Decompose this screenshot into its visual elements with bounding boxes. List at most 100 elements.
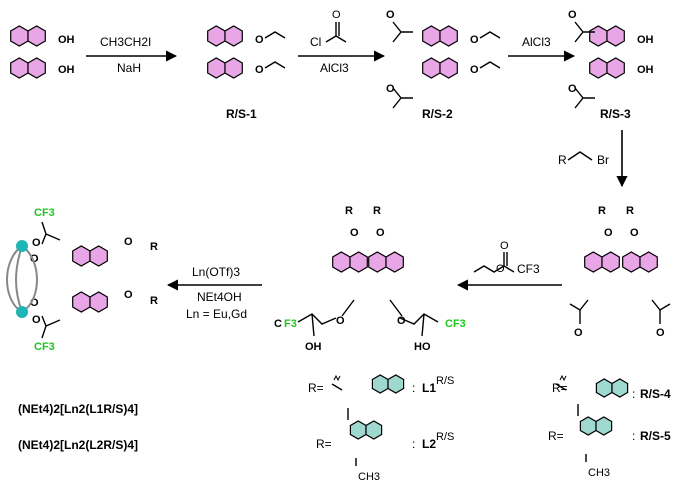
o-label-18: O <box>656 327 665 339</box>
acetyl-groups <box>392 21 595 109</box>
reagent-ln-eu-gd: Ln = Eu,Gd <box>186 307 247 321</box>
oh-label-3: OH <box>637 34 654 46</box>
o-label-4: O <box>470 64 479 76</box>
r-label-5: R <box>150 241 158 253</box>
r-definitions: R= R= R= R= : : L1 R/S L2 R/S CH3 CH3 : … <box>308 374 635 483</box>
r-label-1: R <box>598 205 606 217</box>
o-label-13: O <box>124 236 133 248</box>
oh-label-4: OH <box>637 64 654 76</box>
c2-bottom-ring-a <box>422 57 441 79</box>
complex-structure: CF3 CF3 O O O O <box>6 207 61 353</box>
binol-bottom-ring-a <box>10 57 29 79</box>
c1-bottom-ring-b <box>224 57 243 79</box>
r-l2-ring-b <box>365 420 383 440</box>
c1-bottom-ring-a <box>207 57 226 79</box>
oh-label-2: OH <box>58 64 75 76</box>
ligand-diketones: F3 C O OH O HO CF3 <box>274 299 466 353</box>
c4-left-ring-b <box>601 251 620 273</box>
cf3-label-2: CF3 <box>445 318 466 330</box>
complex-formula-2: (NEt4)2[Ln2(L2R/S)4] <box>18 438 138 452</box>
r-label-4: R <box>373 205 381 217</box>
l2-sup: R/S <box>436 431 454 443</box>
r-group-labels: R R O O R R O O O R O R <box>124 205 639 307</box>
l1-sup: R/S <box>436 375 454 387</box>
label-rs-2: R/S-2 <box>422 107 453 121</box>
reagent-cl: Cl <box>310 35 321 49</box>
acetyl-chloride-o: O <box>332 9 341 21</box>
c2-top-ring-a <box>422 25 441 47</box>
metal-ion-2 <box>16 306 28 318</box>
c3-bottom-ring-a <box>589 57 608 79</box>
colon-3: : <box>632 387 635 401</box>
r-l1-ring-a <box>371 374 389 394</box>
o-label-12: O <box>376 227 385 239</box>
c2-bottom-ring-b <box>439 57 458 79</box>
oh-label-1: OH <box>58 34 75 46</box>
ch3-1: CH3 <box>358 471 380 483</box>
o-label-2: O <box>255 64 264 76</box>
label-rs-1: R/S-1 <box>226 107 257 121</box>
o-label-8: O <box>568 83 577 95</box>
ch3-2: CH3 <box>588 467 610 479</box>
reagents: CH3CH2I NaH Cl O AlCl3 AlCl3 R Br O O CF… <box>100 9 609 321</box>
o-label-1: O <box>255 34 264 46</box>
c4-left-ring-a <box>584 251 603 273</box>
colon-1: : <box>412 381 415 395</box>
o-label-17: O <box>574 327 583 339</box>
reagent-cf3: CF3 <box>517 262 540 276</box>
o-label-7: O <box>568 9 577 21</box>
colon-4: : <box>632 429 635 443</box>
o-complex-2: O <box>30 253 39 265</box>
cx-bottom-ring-b <box>89 291 108 313</box>
cx-top-ring-a <box>72 245 91 267</box>
reagent-r: R <box>558 153 567 167</box>
ester-o2: O <box>496 263 505 275</box>
compound-labels: R/S-1 R/S-2 R/S-3 R/S-4 R/S-5 <box>226 107 671 443</box>
reagent-alcl3-2: AlCl3 <box>522 35 551 49</box>
label-rs-3: R/S-3 <box>600 107 631 121</box>
atom-labels: OH OH O O O O O O OH OH O O <box>58 9 654 95</box>
cx-bottom-ring-a <box>72 291 91 313</box>
reagent-net4oh: NEt4OH <box>197 290 242 304</box>
o-label-3: O <box>470 34 479 46</box>
cf3-complex-1: CF3 <box>34 207 55 219</box>
o-complex-3: O <box>30 297 39 309</box>
r-c4-ring-b <box>611 378 629 398</box>
r-label-2: R <box>626 205 634 217</box>
r-l2-ring-a <box>349 420 367 440</box>
r-eq-1: R= <box>308 381 324 395</box>
cx-top-ring-b <box>89 245 108 267</box>
l2-label: L2 <box>422 437 436 451</box>
l1-label: L1 <box>422 381 436 395</box>
r-c5-ring-a <box>579 416 597 436</box>
lig-left-ring-a <box>332 251 351 273</box>
binol-top-ring-b <box>27 25 46 47</box>
reagent-ln-otf3: Ln(OTf)3 <box>192 265 240 279</box>
o-label-10: O <box>630 227 639 239</box>
label-rs-4: R/S-4 <box>640 387 671 401</box>
label-rs-5: R/S-5 <box>640 429 671 443</box>
lig-right-ring-b <box>385 251 404 273</box>
c3-top-ring-a <box>589 25 608 47</box>
r-l1-ring-b <box>387 374 405 394</box>
f3-label-1: F3 <box>284 318 297 330</box>
r-label-3: R <box>345 205 353 217</box>
r-label-6: R <box>150 295 158 307</box>
complex-formula-1: (NEt4)2[Ln2(L1R/S)4] <box>18 402 138 416</box>
o-label-16: O <box>397 315 406 327</box>
lig-left-ring-b <box>349 251 368 273</box>
o-label-6: O <box>386 83 395 95</box>
reagent-ch3ch2i: CH3CH2I <box>100 35 151 49</box>
ho-label-1: HO <box>414 341 431 353</box>
o-label-5: O <box>386 9 395 21</box>
ethoxy-chains <box>264 31 501 69</box>
reagent-nah: NaH <box>117 61 141 75</box>
r-c5-ring-b <box>595 416 613 436</box>
c1-top-ring-a <box>207 25 226 47</box>
oh-label-5: OH <box>305 341 322 353</box>
r-c4-ring-a <box>595 378 613 398</box>
binol-top-ring-a <box>10 25 29 47</box>
c2-top-ring-b <box>439 25 458 47</box>
reagent-br: Br <box>597 153 609 167</box>
reagent-alcl3-1: AlCl3 <box>320 61 349 75</box>
